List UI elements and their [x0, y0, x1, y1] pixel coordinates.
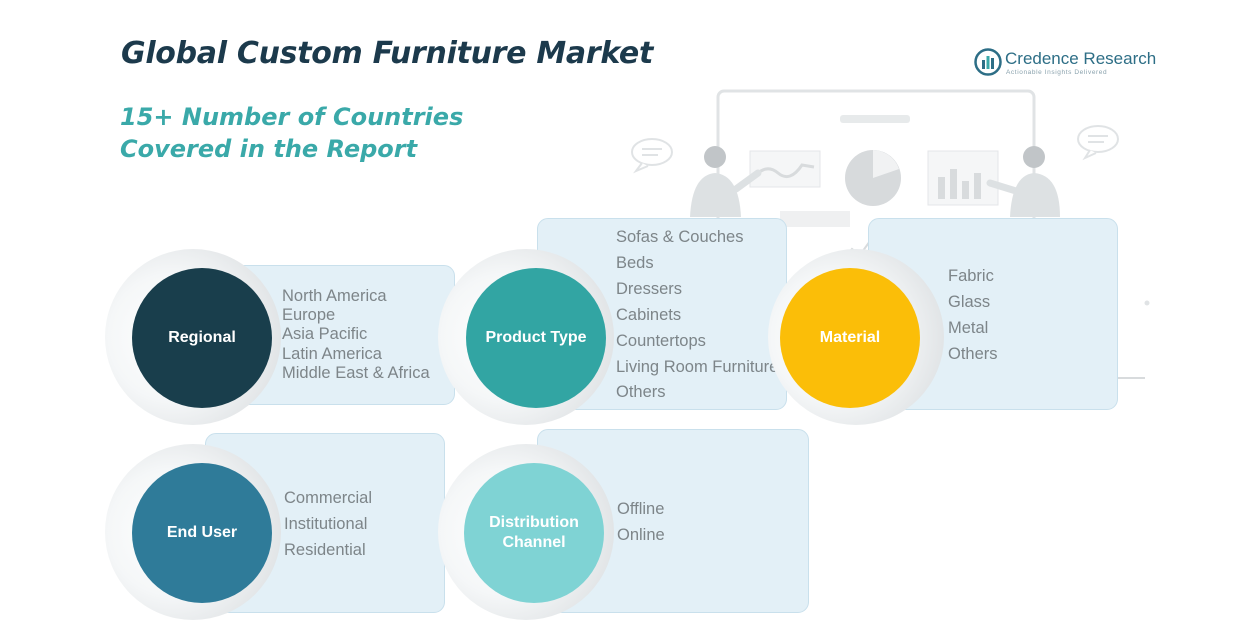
- bar-chart-logo-icon: [974, 48, 1002, 76]
- list-item: Middle East & Africa: [282, 363, 430, 382]
- list-item: Countertops: [616, 331, 706, 350]
- list-item: North America: [282, 287, 387, 305]
- product-type-circle[interactable]: Product Type: [466, 268, 606, 408]
- list-item: Residential: [284, 540, 366, 559]
- list-item: Fabric: [948, 267, 994, 285]
- regional-circle[interactable]: Regional: [132, 268, 272, 408]
- list-item: Others: [948, 344, 998, 363]
- list-item: Latin America: [282, 344, 382, 363]
- list-item: Institutional: [284, 514, 368, 533]
- page-subtitle: 15+ Number of Countries Covered in the R…: [120, 101, 463, 165]
- regional-items: North America Europe Asia Pacific Latin …: [282, 287, 430, 383]
- product-type-items: Sofas & Couches Beds Dressers Cabinets C…: [616, 225, 778, 406]
- list-item: Online: [617, 525, 665, 544]
- end-user-circle[interactable]: End User: [132, 463, 272, 603]
- list-item: Others: [616, 383, 666, 402]
- material-circle[interactable]: Material: [780, 268, 920, 408]
- distribution-channel-circle[interactable]: Distribution Channel: [464, 463, 604, 603]
- list-item: Commercial: [284, 489, 373, 507]
- list-item: Cabinets: [616, 305, 682, 324]
- list-item: Beds: [616, 253, 654, 272]
- list-item: Europe: [282, 306, 336, 325]
- list-item: Glass: [948, 292, 991, 311]
- list-item: Sofas & Couches: [616, 228, 744, 246]
- end-user-items: Commercial Institutional Residential: [284, 486, 372, 564]
- material-items: Fabric Glass Metal Others: [948, 264, 998, 368]
- distribution-channel-items: Offline Online: [617, 497, 665, 549]
- list-item: Metal: [948, 318, 989, 337]
- list-item: Dressers: [616, 279, 683, 298]
- list-item: Offline: [617, 500, 665, 518]
- logo-tagline: Actionable Insights Delivered: [1006, 69, 1108, 76]
- list-item: Asia Pacific: [282, 325, 368, 344]
- subtitle-line-1: 15+ Number of Countries: [120, 103, 464, 131]
- logo-name: Credence Research: [1005, 49, 1157, 68]
- list-item: Living Room Furniture: [616, 357, 779, 376]
- subtitle-line-2: Covered in the Report: [120, 135, 418, 163]
- page-title: Global Custom Furniture Market: [121, 36, 654, 71]
